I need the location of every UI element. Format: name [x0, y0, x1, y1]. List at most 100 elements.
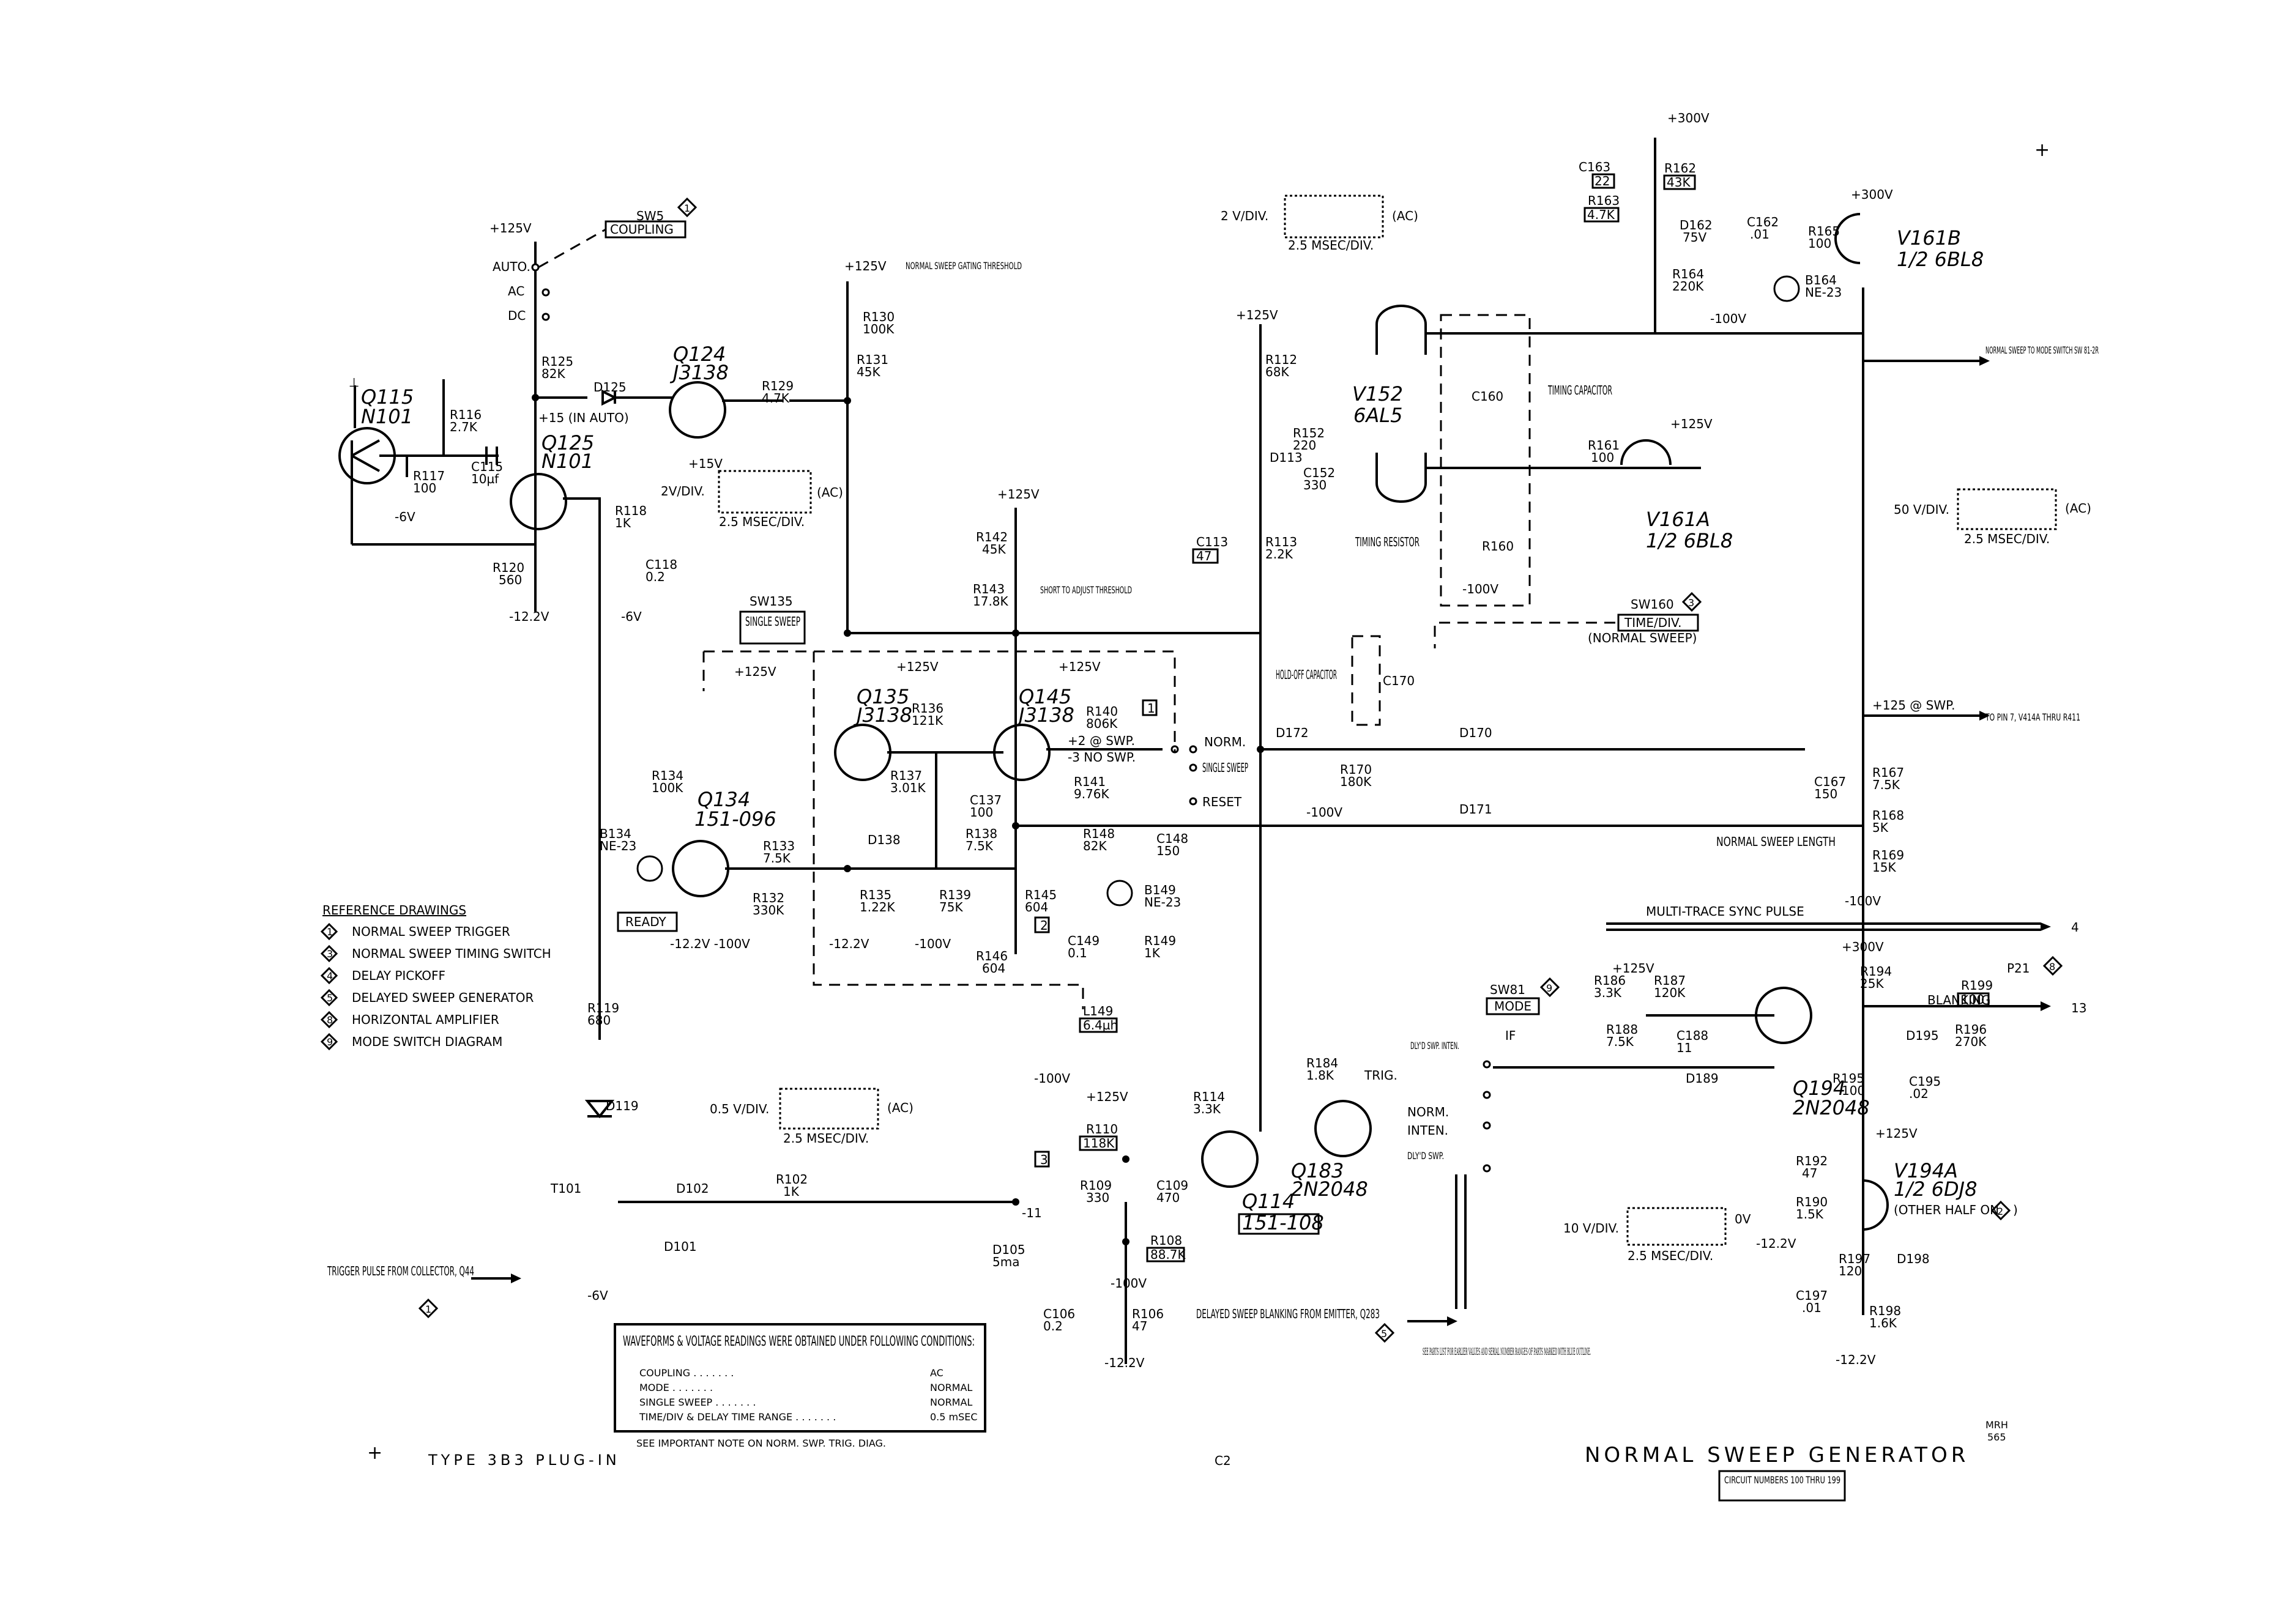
v-m6-c118: -6V [621, 609, 642, 624]
condition-value: 0.5 mSEC [930, 1411, 978, 1423]
normal-sweep-label: (NORMAL SWEEP) [1588, 631, 1697, 645]
output-4: 4 [2071, 920, 2079, 935]
svg-text:150: 150 [1814, 787, 1837, 801]
reference-item[interactable]: MODE SWITCH DIAGRAM [352, 1034, 502, 1049]
sw81-contact-2[interactable] [1483, 1091, 1491, 1099]
svg-text:R140: R140 [1086, 704, 1118, 719]
svg-text:T101: T101 [550, 1181, 581, 1196]
conditions-box [614, 1323, 986, 1433]
svg-text:R117: R117 [413, 469, 445, 483]
svg-text:R108: R108 [1150, 1233, 1182, 1248]
v-p15-q124: +15V [688, 456, 723, 471]
svg-text:121K: 121K [912, 713, 943, 728]
other-half-label: (OTHER HALF ON [1894, 1203, 1999, 1217]
svg-text:R110: R110 [1086, 1122, 1118, 1136]
reference-diamond [320, 922, 338, 941]
sw5-contact-ac[interactable] [541, 288, 550, 297]
reference-diamond [320, 1010, 338, 1029]
svg-text:C162: C162 [1747, 215, 1779, 229]
reference-item[interactable]: HORIZONTAL AMPLIFIER [352, 1012, 499, 1027]
v-p125-r110: +125V [1086, 1089, 1128, 1104]
v-p125-q135: +125V [896, 659, 939, 674]
v-m100-r160: -100V [1462, 582, 1498, 596]
reference-item[interactable]: NORMAL SWEEP TIMING SWITCH [352, 946, 551, 961]
svg-text:D113: D113 [1270, 450, 1303, 465]
svg-text:R112: R112 [1265, 352, 1297, 367]
svg-text:10µf: 10µf [471, 472, 499, 486]
svg-text:B149: B149 [1144, 883, 1176, 897]
svg-text:1.22K: 1.22K [860, 900, 896, 914]
svg-text:330K: 330K [753, 903, 784, 918]
ready-box [617, 911, 678, 932]
svg-text:1: 1 [684, 202, 690, 214]
plus2-swp: +2 @ SWP. [1068, 733, 1135, 748]
sw135-contact-norm2[interactable] [1189, 745, 1197, 754]
svg-text:C113: C113 [1196, 535, 1228, 549]
condition-key: COUPLING . . . . . . . [639, 1367, 734, 1379]
b164-neon-lamp [1773, 275, 1800, 302]
q125-ref: Q125 [541, 431, 594, 454]
svg-text:R198: R198 [1869, 1303, 1901, 1318]
svg-text:7.5K: 7.5K [763, 851, 791, 866]
q124-ref: Q124 [673, 343, 726, 366]
reference-item[interactable]: DELAY PICKOFF [352, 968, 445, 983]
svg-text:NE-23: NE-23 [600, 839, 636, 853]
svg-text:2.5 MSEC/DIV.: 2.5 MSEC/DIV. [1628, 1248, 1713, 1263]
condition-key: TIME/DIV & DELAY TIME RANGE . . . . . . … [639, 1411, 836, 1423]
minus3-noswp: -3 NO SWP. [1068, 750, 1136, 765]
reference-item[interactable]: DELAYED SWEEP GENERATOR [352, 990, 534, 1005]
p21-label: P21 [2007, 961, 2030, 976]
svg-text:R135: R135 [860, 888, 891, 902]
sw135-label: SW135 [750, 594, 793, 609]
svg-text:R114: R114 [1193, 1089, 1225, 1104]
sw135-contact-single[interactable] [1189, 763, 1197, 772]
q125-transistor [510, 473, 567, 530]
svg-text:D102: D102 [676, 1181, 709, 1196]
single-sweep-box [739, 610, 806, 645]
single-label: SINGLE SWEEP [1202, 760, 1248, 775]
testpoint-2: 2 [1040, 918, 1048, 933]
svg-text:43K: 43K [1667, 175, 1691, 190]
svg-text:R125: R125 [541, 354, 573, 369]
sw135-contact-reset[interactable] [1189, 797, 1197, 806]
sw135-contact-norm[interactable] [1170, 745, 1179, 754]
svg-text:(AC): (AC) [817, 485, 843, 500]
v-m100-r108: -100V [1111, 1276, 1147, 1291]
q194-transistor [1755, 987, 1812, 1044]
svg-text:1.8K: 1.8K [1306, 1068, 1334, 1083]
q135-transistor [834, 724, 891, 781]
parts-note: SEE PARTS LIST FOR EARLIER VALUES AND SE… [1423, 1346, 1591, 1357]
svg-text:C109: C109 [1156, 1178, 1188, 1193]
svg-text:⊥: ⊥ [349, 375, 359, 390]
sw81-contact-1[interactable] [1483, 1060, 1491, 1069]
sw5-contact-dc[interactable] [541, 313, 550, 321]
sw81-contact-3[interactable] [1483, 1121, 1491, 1130]
sw81-label: SW81 [1490, 982, 1525, 997]
svg-text:R152: R152 [1293, 426, 1325, 440]
reference-num: 4 [327, 970, 333, 982]
svg-text:R165: R165 [1808, 224, 1840, 239]
svg-text:0.2: 0.2 [1043, 1319, 1063, 1333]
svg-text:R186: R186 [1594, 973, 1626, 988]
v-m100-l149: -100V [1034, 1071, 1070, 1086]
svg-text:(AC): (AC) [1392, 209, 1418, 223]
svg-text:C149: C149 [1068, 933, 1100, 948]
svg-text:R143: R143 [973, 582, 1005, 596]
sw81-contact-4[interactable] [1483, 1164, 1491, 1173]
svg-text:1.5K: 1.5K [1796, 1207, 1824, 1222]
testpoint-3: 3 [1040, 1152, 1048, 1167]
auto-label: AUTO. [493, 259, 530, 274]
reference-item[interactable]: NORMAL SWEEP TRIGGER [352, 924, 510, 939]
sw5-contact-auto[interactable] [531, 263, 540, 272]
testpoint-1: 1 [1147, 701, 1155, 716]
v-m6-q115: -6V [395, 510, 415, 524]
v-m122-r106: -12.2V [1104, 1355, 1145, 1370]
timing-res-label: TIMING RESISTOR [1355, 535, 1420, 549]
svg-text:R170: R170 [1340, 762, 1372, 777]
page-mark: C2 [1215, 1453, 1231, 1468]
v-p125-v194a: +125V [1875, 1126, 1918, 1141]
svg-text:D172: D172 [1276, 725, 1309, 740]
v-m122-r190: -12.2V [1756, 1236, 1796, 1251]
v-p125-v161a: +125V [1670, 417, 1713, 431]
